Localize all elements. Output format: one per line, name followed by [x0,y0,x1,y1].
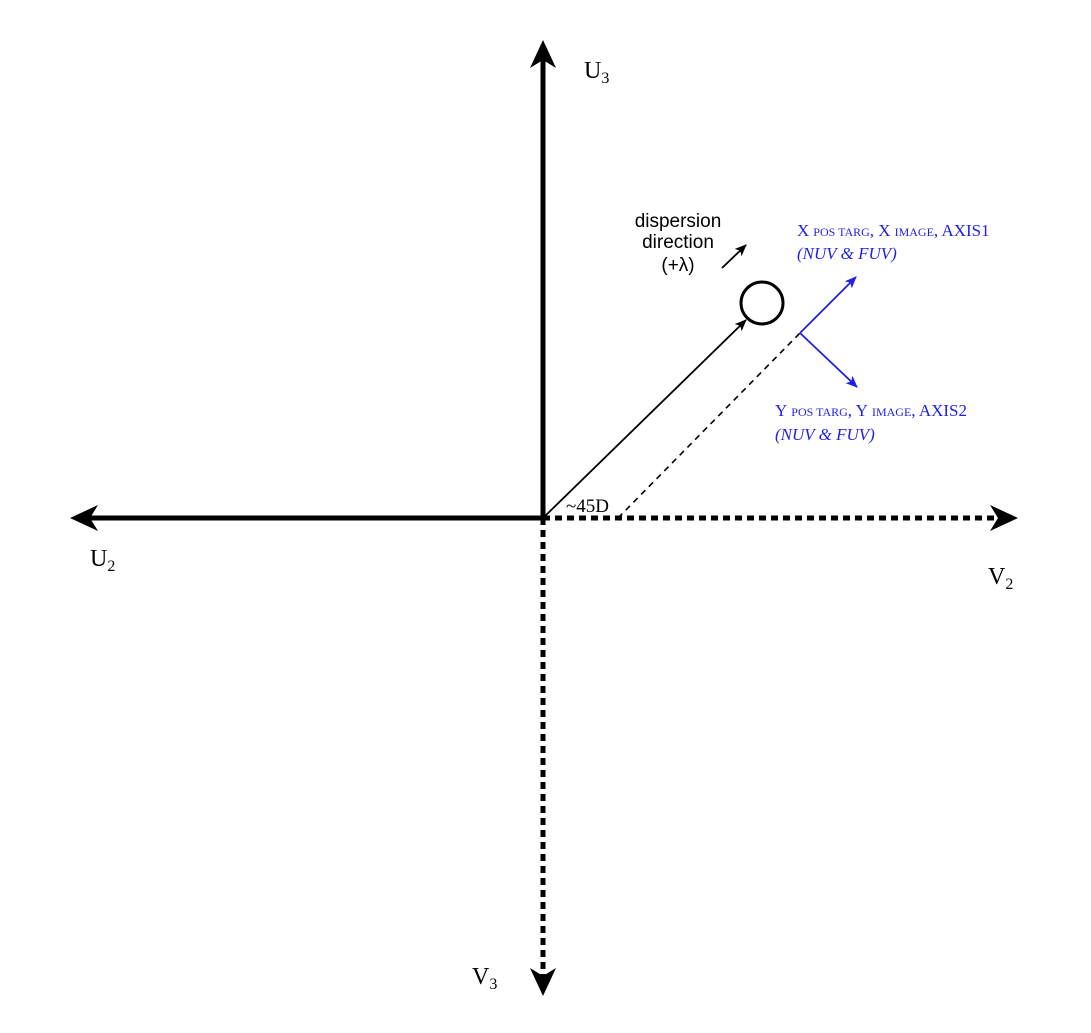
v3-axis [530,518,556,996]
target-vector [542,319,747,519]
v3-label: V3 [472,964,497,993]
svg-text:(NUV & FUV): (NUV & FUV) [797,244,897,263]
axis1-arrow [799,276,857,334]
v2-label: V2 [988,564,1013,593]
target-circle [739,280,785,326]
dispersion-arrow [721,244,747,269]
v2-axis [543,505,1018,531]
u2-axis [70,505,543,531]
svg-text:dispersion: dispersion [635,211,722,232]
u2-label: U2 [90,546,115,575]
dashed-diagonal [617,332,801,519]
u3-label: U3 [584,58,609,87]
dispersion-label: dispersion direction (+λ) [635,211,722,276]
svg-text:(+λ): (+λ) [661,255,694,276]
angle-label: ~45D [566,496,609,517]
svg-text:direction: direction [642,232,714,253]
u3-axis [530,40,556,518]
axis2-arrow [799,332,858,388]
svg-text:(NUV & FUV): (NUV & FUV) [775,425,875,444]
detector-axes [799,276,858,388]
